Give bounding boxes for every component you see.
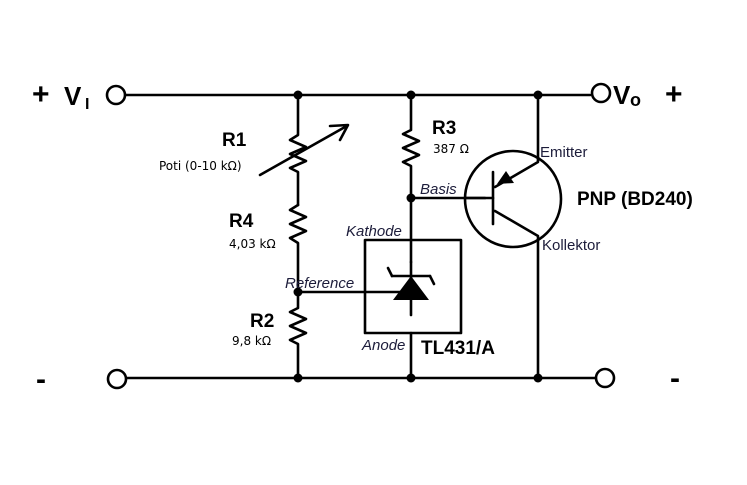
junction-dot bbox=[406, 373, 416, 383]
kollektor-label: Kollektor bbox=[542, 237, 600, 254]
r2-label: R2 bbox=[250, 311, 274, 332]
transistor-label: PNP (BD240) bbox=[577, 189, 693, 210]
transistor-emitter-arrow bbox=[497, 171, 514, 184]
tl431-diode-bar-tail-right bbox=[428, 274, 436, 286]
input-plus-sign: + bbox=[32, 78, 50, 111]
input-terminal-top bbox=[105, 84, 127, 106]
r1-wiper-arrowhead bbox=[328, 123, 350, 142]
r2-value: 9,8 kΩ bbox=[232, 334, 271, 348]
r1-wiper-arrow bbox=[258, 125, 347, 177]
input-minus-sign: - bbox=[36, 363, 46, 396]
output-terminal-top bbox=[590, 82, 612, 104]
r3-value: 387 Ω bbox=[433, 142, 469, 156]
emitter-label: Emitter bbox=[540, 144, 588, 161]
output-label: V bbox=[613, 80, 631, 110]
r2-resistor bbox=[288, 290, 308, 380]
input-label-subscript: I bbox=[85, 96, 89, 113]
junction-dot bbox=[406, 90, 416, 100]
tl431-label: TL431/A bbox=[421, 338, 495, 359]
junction-dot bbox=[533, 90, 543, 100]
junction-dot bbox=[533, 373, 543, 383]
r4-label: R4 bbox=[229, 211, 254, 232]
r1-resistor bbox=[288, 93, 308, 207]
output-terminal-bottom bbox=[594, 367, 616, 389]
kathode-label: Kathode bbox=[346, 223, 402, 240]
r1-value: Poti (0-10 kΩ) bbox=[159, 159, 242, 173]
tl431-box bbox=[363, 238, 463, 335]
output-plus-sign: + bbox=[665, 78, 683, 111]
junction-dot bbox=[293, 373, 303, 383]
r4-resistor bbox=[288, 203, 308, 294]
anode-label: Anode bbox=[361, 337, 405, 354]
basis-label: Basis bbox=[420, 181, 457, 198]
r4-value: 4,03 kΩ bbox=[229, 237, 276, 251]
r1-label: R1 bbox=[222, 130, 247, 151]
junction-dot bbox=[293, 287, 303, 297]
output-minus-sign: - bbox=[670, 362, 680, 395]
r3-resistor bbox=[401, 93, 421, 200]
reference-label: Reference bbox=[285, 275, 354, 292]
junction-dot bbox=[406, 193, 416, 203]
junction-dot bbox=[293, 90, 303, 100]
input-terminal-bottom bbox=[106, 368, 128, 390]
tl431-diode-bar-tail-left bbox=[386, 266, 394, 278]
r3-label: R3 bbox=[432, 118, 456, 139]
output-label-subscript: o bbox=[630, 90, 641, 110]
transistor-collector-leg bbox=[493, 209, 540, 242]
input-label: V bbox=[64, 81, 82, 111]
